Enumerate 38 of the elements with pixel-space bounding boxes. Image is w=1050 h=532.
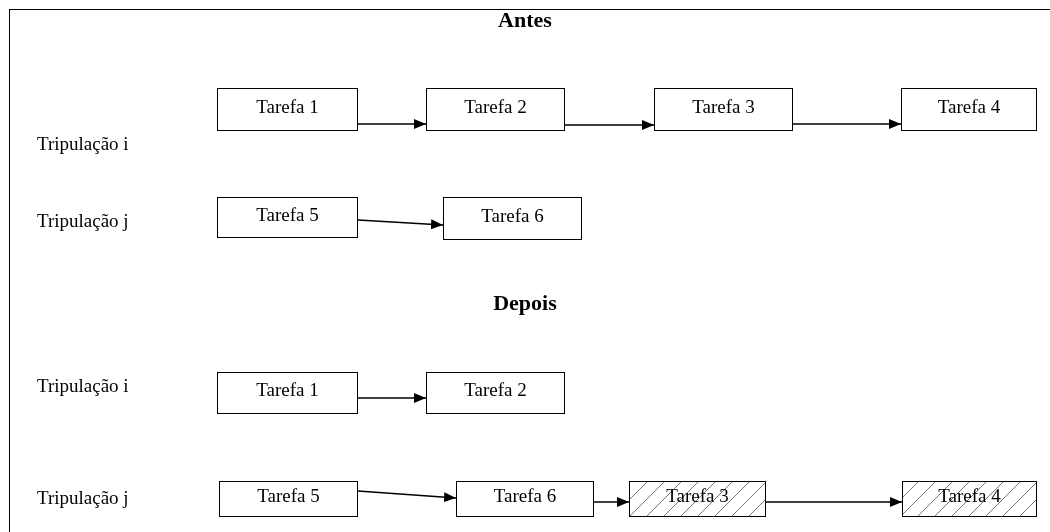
arrow — [357, 393, 427, 403]
task-label: Tarefa 4 — [937, 95, 1001, 118]
task-label: Tarefa 6 — [493, 485, 557, 507]
task-box — [426, 372, 565, 414]
task-label: Tarefa 3 — [666, 485, 729, 507]
hatched-task-box — [629, 481, 766, 517]
task-label: Tarefa 6 — [481, 204, 544, 227]
task-box — [654, 88, 793, 131]
task-label: Tarefa 3 — [692, 95, 755, 118]
row-label: Tripulação j — [37, 487, 129, 509]
row-label: Tripulação i — [37, 375, 129, 397]
task-box — [219, 481, 358, 517]
task-box — [217, 372, 358, 414]
task-label: Tarefa 4 — [938, 485, 1001, 507]
arrow — [564, 120, 655, 130]
task-label: Tarefa 5 — [257, 485, 320, 507]
row-label: Tripulação i — [37, 133, 129, 155]
task-box — [217, 88, 358, 131]
task-label: Tarefa 1 — [256, 95, 319, 118]
task-label: Tarefa 2 — [464, 95, 527, 118]
arrow — [357, 119, 427, 129]
task-label: Tarefa 1 — [256, 379, 319, 401]
arrow — [765, 497, 903, 507]
task-label: Tarefa 2 — [464, 379, 527, 401]
section-heading: Depois — [492, 291, 558, 315]
task-box — [426, 88, 565, 131]
row-label: Tripulação j — [37, 210, 129, 232]
task-box — [456, 481, 594, 517]
arrow — [792, 119, 902, 129]
arrow — [357, 490, 457, 503]
arrow — [357, 219, 444, 230]
arrow — [593, 497, 630, 507]
section-heading: Antes — [497, 8, 553, 32]
task-box — [443, 197, 582, 240]
task-box — [217, 197, 358, 238]
task-label: Tarefa 5 — [256, 203, 319, 226]
task-box — [901, 88, 1037, 131]
hatched-task-box — [902, 481, 1037, 517]
